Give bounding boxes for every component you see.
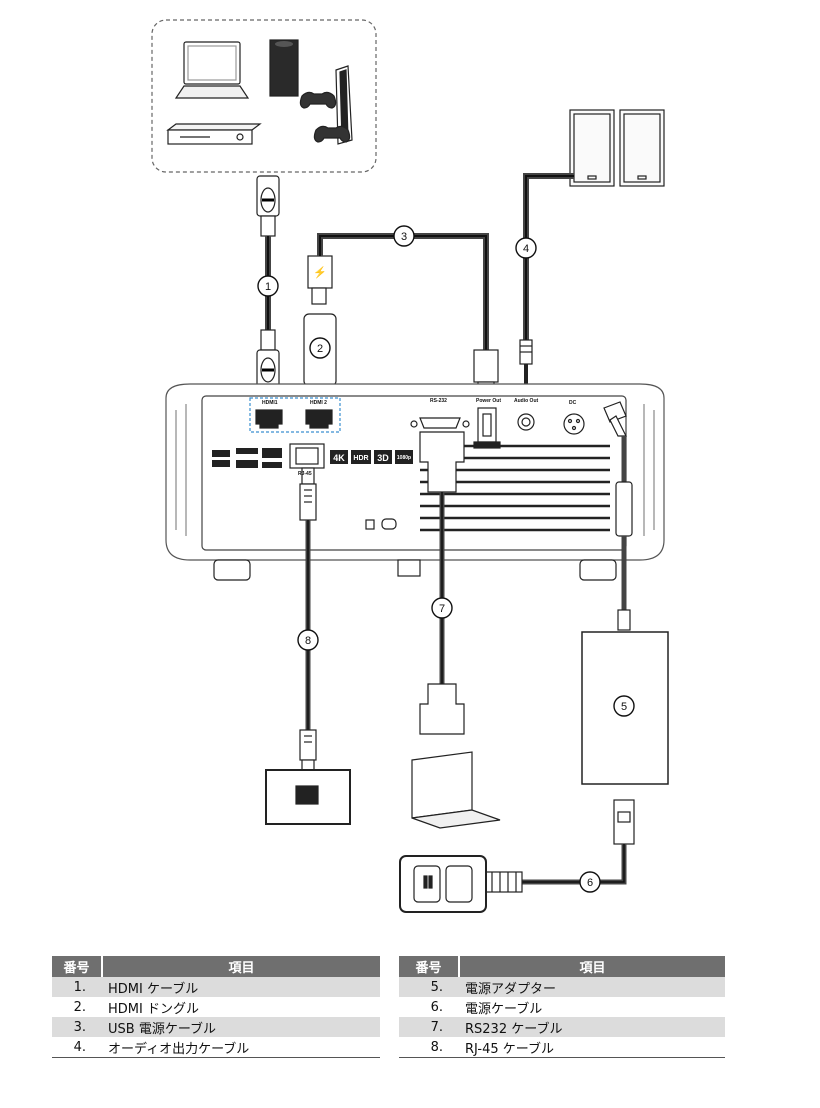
legend-table-right: 番号 項目 5. 電源アダプター 6. 電源ケーブル 7. RS232 ケーブル… (399, 956, 725, 1058)
audio-out-port (517, 413, 535, 431)
laptop-icon-bottom (411, 751, 501, 829)
dc-port (563, 413, 585, 435)
callout-4: 4 (515, 237, 537, 259)
legend-item: オーディオ出力ケーブル (102, 1037, 380, 1058)
header-number: 番号 (399, 956, 460, 977)
usb-power-cable (317, 233, 499, 399)
legend-number: 4. (52, 1037, 102, 1058)
label-rj45: RJ-45 (298, 471, 312, 477)
controller-icon (299, 91, 351, 143)
security-lock-icon (365, 518, 397, 530)
callout-1: 1 (257, 275, 279, 297)
legend-number: 6. (399, 997, 459, 1017)
header-item: 項目 (102, 956, 380, 977)
callout-7: 7 (431, 597, 453, 619)
legend-item: USB 電源ケーブル (102, 1017, 380, 1037)
svg-text:6: 6 (587, 877, 593, 889)
speakers-icon (569, 109, 665, 187)
rj45-cable (299, 467, 317, 773)
callout-8: 8 (297, 629, 319, 651)
header-item: 項目 (459, 956, 725, 977)
legend-item: RS232 ケーブル (459, 1017, 725, 1037)
callout-3: 3 (393, 225, 415, 247)
network-wall-port-icon (265, 769, 351, 825)
legend-table-left: 番号 項目 1. HDMI ケーブル 2. HDMI ドングル 3. USB 電… (52, 956, 380, 1058)
svg-text:3: 3 (401, 231, 407, 243)
legend-number: 7. (399, 1017, 459, 1037)
label-rs232: RS-232 (430, 398, 447, 404)
svg-text:8: 8 (305, 635, 311, 647)
legend-row: 4. オーディオ出力ケーブル (52, 1037, 380, 1058)
hdmi-cable (256, 175, 280, 393)
svg-text:⚡: ⚡ (313, 266, 327, 279)
svg-text:2: 2 (317, 343, 323, 355)
source-devices-group (151, 19, 377, 173)
legend-item: RJ-45 ケーブル (459, 1037, 725, 1058)
label-audio-out: Audio Out (514, 398, 538, 404)
legend-number: 8. (399, 1037, 459, 1058)
logo-strip (212, 448, 282, 468)
laptop-icon (174, 41, 250, 99)
power-adapter-cable (603, 401, 633, 631)
legend-header: 番号 項目 (52, 956, 380, 977)
legend-number: 2. (52, 997, 102, 1017)
svg-text:5: 5 (621, 701, 627, 713)
badge-3d: 3D (377, 453, 389, 463)
header-number: 番号 (52, 956, 103, 977)
callout-5: 5 (613, 695, 635, 717)
legend-number: 3. (52, 1017, 102, 1037)
game-console-icon (269, 39, 299, 97)
legend-row: 8. RJ-45 ケーブル (399, 1037, 725, 1058)
rs232-cable (419, 431, 465, 735)
legend-row: 1. HDMI ケーブル (52, 977, 380, 997)
spec-badges: 4K HDR 3D 1080p (330, 450, 413, 464)
label-dc: DC (569, 400, 577, 406)
legend-item: HDMI ドングル (102, 997, 380, 1017)
badge-hdr: HDR (353, 455, 368, 462)
rs232-port (410, 417, 470, 429)
hdmi-ports (249, 397, 341, 433)
callout-2: 2 (309, 337, 331, 359)
legend-row: 6. 電源ケーブル (399, 997, 725, 1017)
connection-diagram: ⚡ (151, 19, 669, 913)
hdmi-dongle: ⚡ (303, 255, 337, 401)
callout-6: 6 (579, 871, 601, 893)
label-hdmi1: HDMI1 (262, 400, 278, 406)
legend-row: 7. RS232 ケーブル (399, 1017, 725, 1037)
legend-row: 2. HDMI ドングル (52, 997, 380, 1017)
legend-number: 5. (399, 977, 459, 997)
media-player-icon (166, 123, 262, 145)
label-power-out: Power Out (476, 398, 501, 404)
legend-header: 番号 項目 (399, 956, 725, 977)
legend-number: 1. (52, 977, 102, 997)
wall-outlet-icon (399, 855, 487, 913)
power-cord (485, 799, 635, 893)
svg-text:1: 1 (265, 281, 271, 293)
projector-rear-panel (165, 383, 665, 581)
audio-cable (519, 173, 574, 392)
legend-item: 電源アダプター (459, 977, 725, 997)
badge-1080p: 1080p (397, 455, 411, 461)
legend-row: 5. 電源アダプター (399, 977, 725, 997)
legend-item: HDMI ケーブル (102, 977, 380, 997)
badge-4k: 4K (333, 453, 345, 463)
svg-text:4: 4 (523, 243, 529, 255)
legend-item: 電源ケーブル (459, 997, 725, 1017)
legend-row: 3. USB 電源ケーブル (52, 1017, 380, 1037)
rj45-port (289, 443, 325, 469)
label-hdmi2: HDMI 2 (310, 400, 327, 406)
usb-power-out-port (473, 407, 501, 449)
svg-text:7: 7 (439, 603, 445, 615)
